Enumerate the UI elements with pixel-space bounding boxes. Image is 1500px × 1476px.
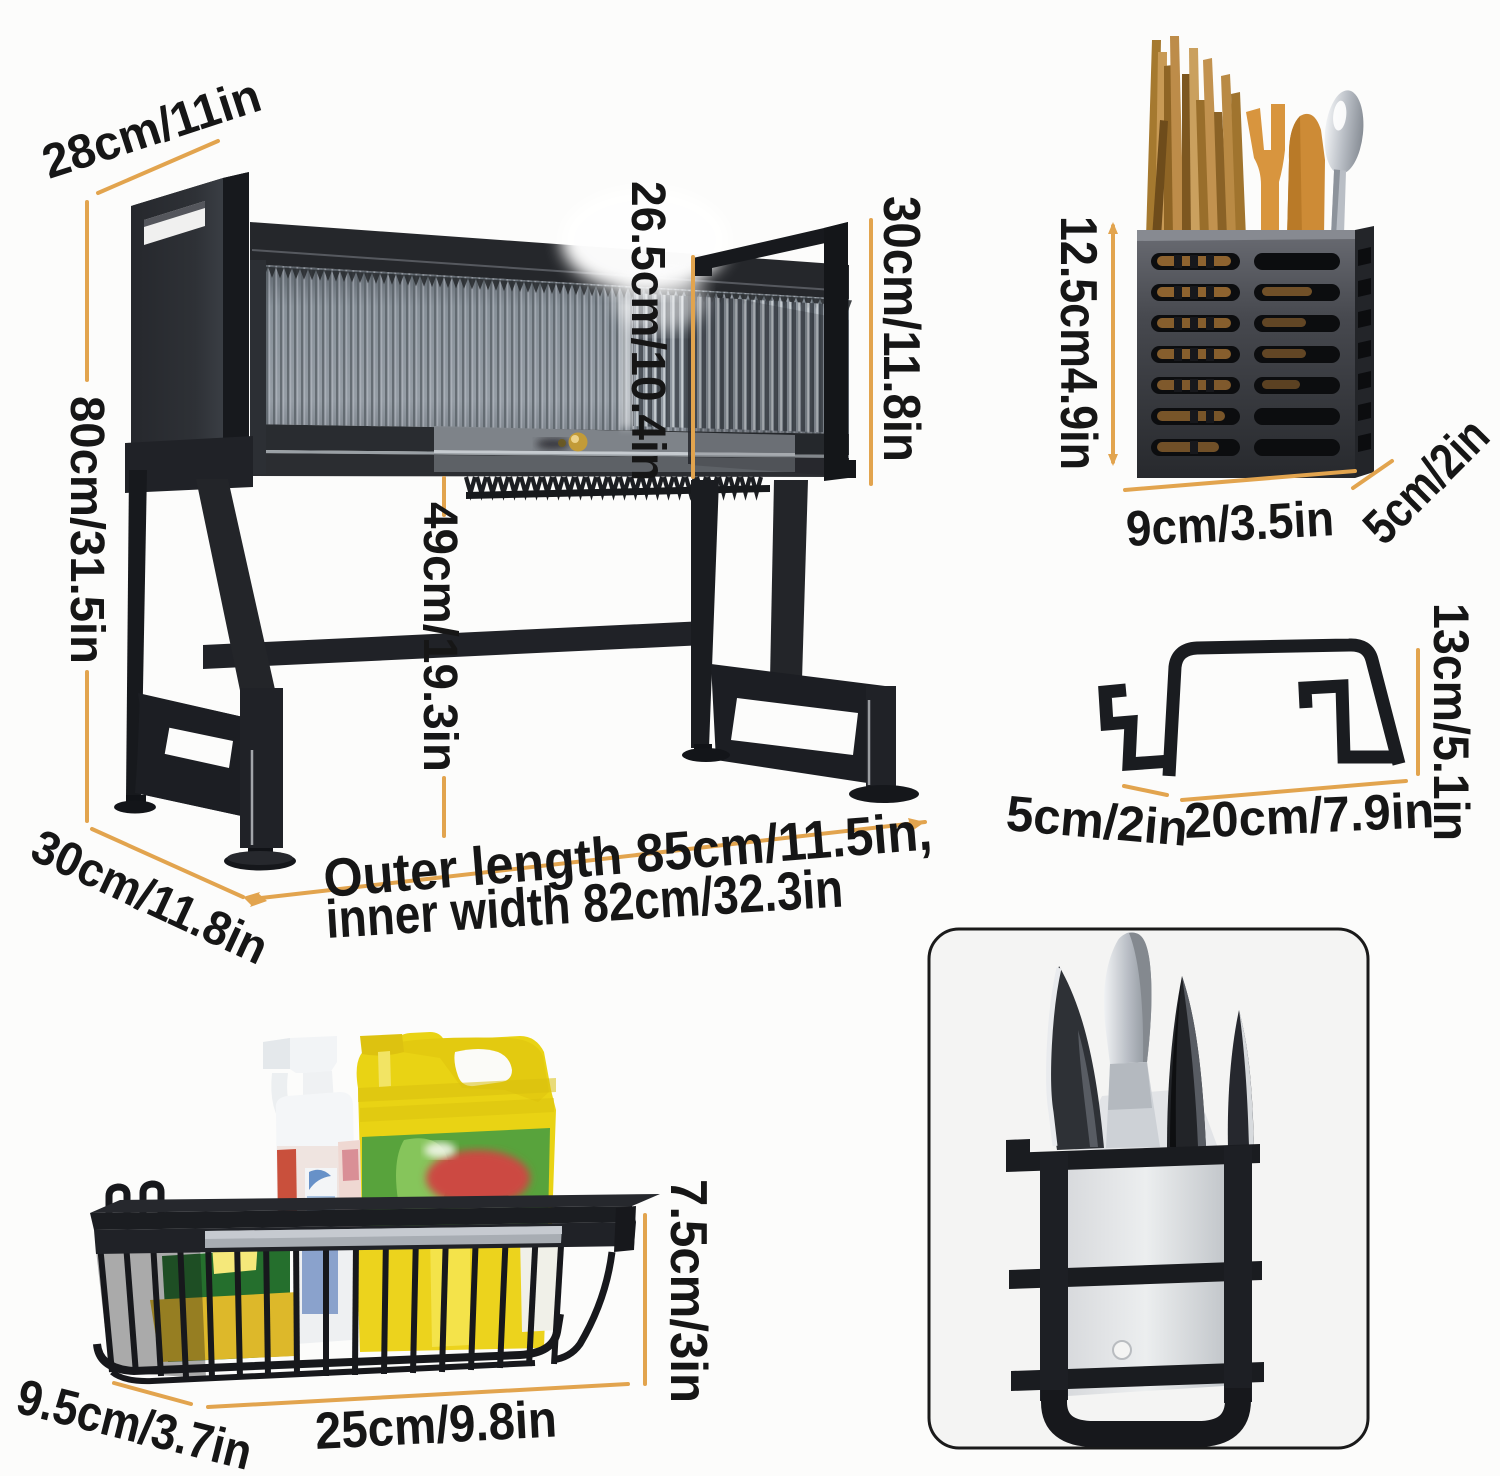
svg-text:26.5cm/10.4in: 26.5cm/10.4in — [621, 181, 674, 481]
svg-text:30cm/11.8in: 30cm/11.8in — [872, 196, 930, 462]
svg-text:13cm/5.1in: 13cm/5.1in — [1423, 603, 1479, 841]
svg-text:25cm/9.8in: 25cm/9.8in — [314, 1390, 559, 1461]
svg-text:20cm/7.9in: 20cm/7.9in — [1183, 782, 1435, 849]
svg-text:7.5cm/3in: 7.5cm/3in — [659, 1179, 717, 1403]
svg-text:80cm/31.5in: 80cm/31.5in — [60, 396, 113, 664]
svg-text:49cm/19.3in: 49cm/19.3in — [413, 502, 466, 772]
svg-text:9cm/3.5in: 9cm/3.5in — [1125, 490, 1336, 557]
svg-text:12.5cm4.9in: 12.5cm4.9in — [1049, 216, 1107, 470]
